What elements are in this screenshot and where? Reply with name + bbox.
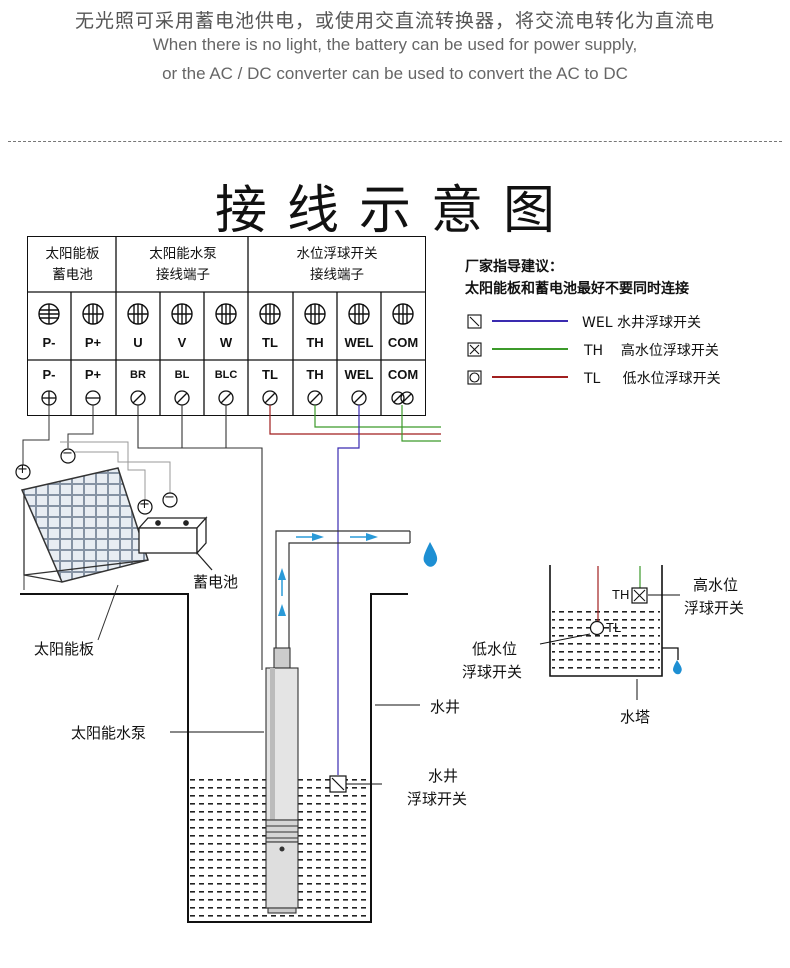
advice-title: 厂家指导建议：	[465, 259, 563, 275]
top-terminal-u: U	[133, 335, 143, 350]
bottom-terminal-tl: TL	[262, 367, 278, 382]
tower-th-tag: TH	[612, 587, 630, 602]
low-level-label-1: 低水位	[472, 640, 518, 658]
legend-th: TH 高水位浮球开关	[584, 343, 719, 359]
group-header-pump: 太阳能水泵接线端子	[149, 246, 217, 283]
top-terminal-w: W	[219, 335, 233, 350]
top-terminal-tl: TL	[262, 335, 278, 350]
panel-minus-sign: −	[62, 446, 73, 461]
top-terminal-p-plus: P+	[84, 335, 102, 350]
bottom-terminal-com: COM	[387, 367, 419, 382]
bottom-terminal-blc: BLC	[214, 369, 238, 381]
well-label: 水井	[430, 698, 461, 716]
top-terminal-p-minus: P-	[42, 335, 56, 350]
tower-tl-tag: TL	[606, 620, 622, 635]
top-terminal-v: V	[177, 335, 187, 350]
top-terminal-th: TH	[306, 335, 324, 350]
battery-minus-sign: −	[164, 490, 175, 505]
page-title: 接线示意图	[214, 181, 575, 241]
well-float-label-2: 浮球开关	[407, 790, 468, 808]
battery-plus-sign: +	[139, 497, 150, 512]
advice-text: 太阳能板和蓄电池最好不要同时连接	[465, 281, 689, 297]
bottom-terminal-bl: BL	[174, 369, 190, 381]
high-level-label-1: 高水位	[693, 576, 739, 594]
low-level-label-2: 浮球开关	[462, 663, 523, 681]
top-terminal-wel: WEL	[344, 335, 374, 350]
solar-panel-label: 太阳能板	[34, 640, 95, 658]
bottom-terminal-p-plus: P+	[84, 367, 102, 382]
terminal-table: 太阳能板蓄电池 太阳能水泵接线端子 水位浮球开关接线端子	[27, 236, 426, 416]
tower-label: 水塔	[620, 708, 651, 726]
flow-arrows	[278, 533, 378, 616]
solar-panel	[20, 467, 149, 641]
bottom-screw-terminals	[41, 390, 414, 406]
group-header-solar-battery: 太阳能板蓄电池	[45, 246, 100, 283]
legend-tl: TL 低水位浮球开关	[584, 371, 721, 387]
header-en-1: When there is no light, the battery can …	[152, 35, 638, 54]
panel-plus-sign: +	[17, 462, 28, 477]
bottom-terminal-th: TH	[306, 367, 324, 382]
header-cn: 无光照可采用蓄电池供电，或使用交直流转换器，将交流电转化为直流电	[74, 10, 715, 32]
water-drop-icon	[423, 542, 438, 567]
well-float-label-1: 水井	[428, 767, 459, 785]
header-en-2: or the AC / DC converter can be used to …	[162, 64, 628, 83]
battery-label: 蓄电池	[193, 573, 239, 591]
top-terminal-com: COM	[387, 335, 419, 350]
legend-wel: WEL 水井浮球开关	[582, 315, 701, 331]
high-level-label-2: 浮球开关	[684, 599, 745, 617]
top-screw-terminals	[38, 303, 414, 325]
battery	[137, 516, 213, 571]
bottom-terminal-wel: WEL	[344, 367, 374, 382]
bottom-terminal-p-minus: P-	[42, 367, 56, 382]
water-tower	[539, 565, 682, 700]
group-header-float: 水位浮球开关接线端子	[296, 246, 378, 283]
pump	[265, 647, 299, 914]
water-pipe	[275, 530, 411, 660]
bottom-terminal-br: BR	[130, 369, 146, 381]
legend-graphics	[467, 314, 568, 385]
dashed-divider	[8, 141, 782, 142]
pump-label: 太阳能水泵	[71, 724, 147, 742]
